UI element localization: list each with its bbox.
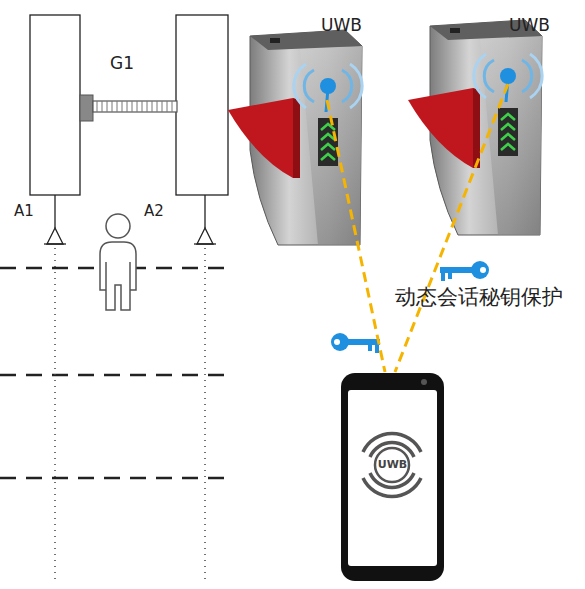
key-icon (331, 333, 380, 353)
logo-text: UWB (340, 458, 445, 471)
annotation-text: 动态会话秘钥保护 (395, 283, 563, 311)
antenna-label: UWB (509, 15, 550, 35)
key-icon (440, 261, 489, 281)
wireless-link (327, 100, 385, 372)
wireless-link (395, 84, 508, 372)
part-label: G1 (110, 53, 134, 73)
gate-schematic (0, 15, 232, 582)
part-label: A1 (14, 202, 34, 220)
smartphone: UWB (340, 372, 445, 582)
part-label: A2 (144, 202, 164, 220)
phone-outline (340, 372, 445, 582)
antenna-label: UWB (321, 15, 362, 35)
turnstile-gate (408, 20, 542, 235)
turnstile-gate (228, 30, 362, 245)
gate-antenna: UWB (495, 12, 567, 84)
gate-antenna: UWB (315, 12, 379, 100)
person-icon (100, 214, 136, 310)
